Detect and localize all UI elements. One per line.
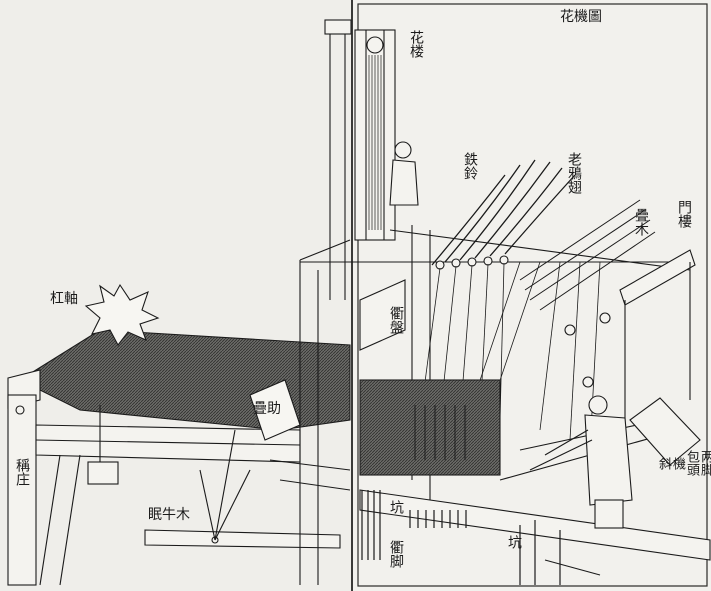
loom-drawing xyxy=(7,19,711,586)
qujiao-label: 衢脚 xyxy=(388,540,404,568)
zuozhuang-label: 稱庄 xyxy=(14,458,30,486)
cloth-beam-star xyxy=(84,283,160,347)
figure-cords xyxy=(368,55,382,230)
drawboy-head xyxy=(394,141,412,159)
dieshu-label: 疊木 xyxy=(633,208,649,236)
beam-peg xyxy=(15,405,25,415)
gate-tower-frame xyxy=(619,249,696,306)
keng-left-label: 坑 xyxy=(388,500,404,514)
dongkun-label: 杠軸 xyxy=(50,291,78,307)
tieling-label: 鉄鈴 xyxy=(462,152,478,180)
keng-right-label: 坑 xyxy=(506,535,522,549)
diezhu-label: 疊助 xyxy=(253,401,281,417)
laoyachi-label: 老鴉翅 xyxy=(566,152,582,194)
heddle-rods xyxy=(414,405,466,460)
treadle-sticks xyxy=(519,520,561,585)
treadle-board xyxy=(144,529,341,549)
qu-plate xyxy=(359,279,406,351)
title-label: 花機圖 xyxy=(560,9,602,25)
heddle-block xyxy=(359,379,501,476)
crow-wing-levers xyxy=(431,159,576,266)
fanpan-label: 衢盤 xyxy=(388,306,404,334)
weaver-body xyxy=(584,414,633,506)
drawboy-body xyxy=(389,159,419,206)
weaver-head xyxy=(588,395,608,415)
iron-bells xyxy=(435,255,509,270)
hualou-label: 花楼 xyxy=(408,30,424,58)
note-label: 此處 不低 下安 两脚 包頭 機 斜 xyxy=(656,450,711,476)
qu-jiao-weights xyxy=(361,490,467,560)
left-page xyxy=(0,0,352,591)
tower-pulley xyxy=(366,36,384,54)
right-page-frame xyxy=(357,3,708,587)
menlou-label: 門樓 xyxy=(676,200,692,228)
stacked-planks xyxy=(519,199,656,311)
muniu-label: 眠牛木 xyxy=(148,507,190,523)
left-post xyxy=(7,394,37,586)
